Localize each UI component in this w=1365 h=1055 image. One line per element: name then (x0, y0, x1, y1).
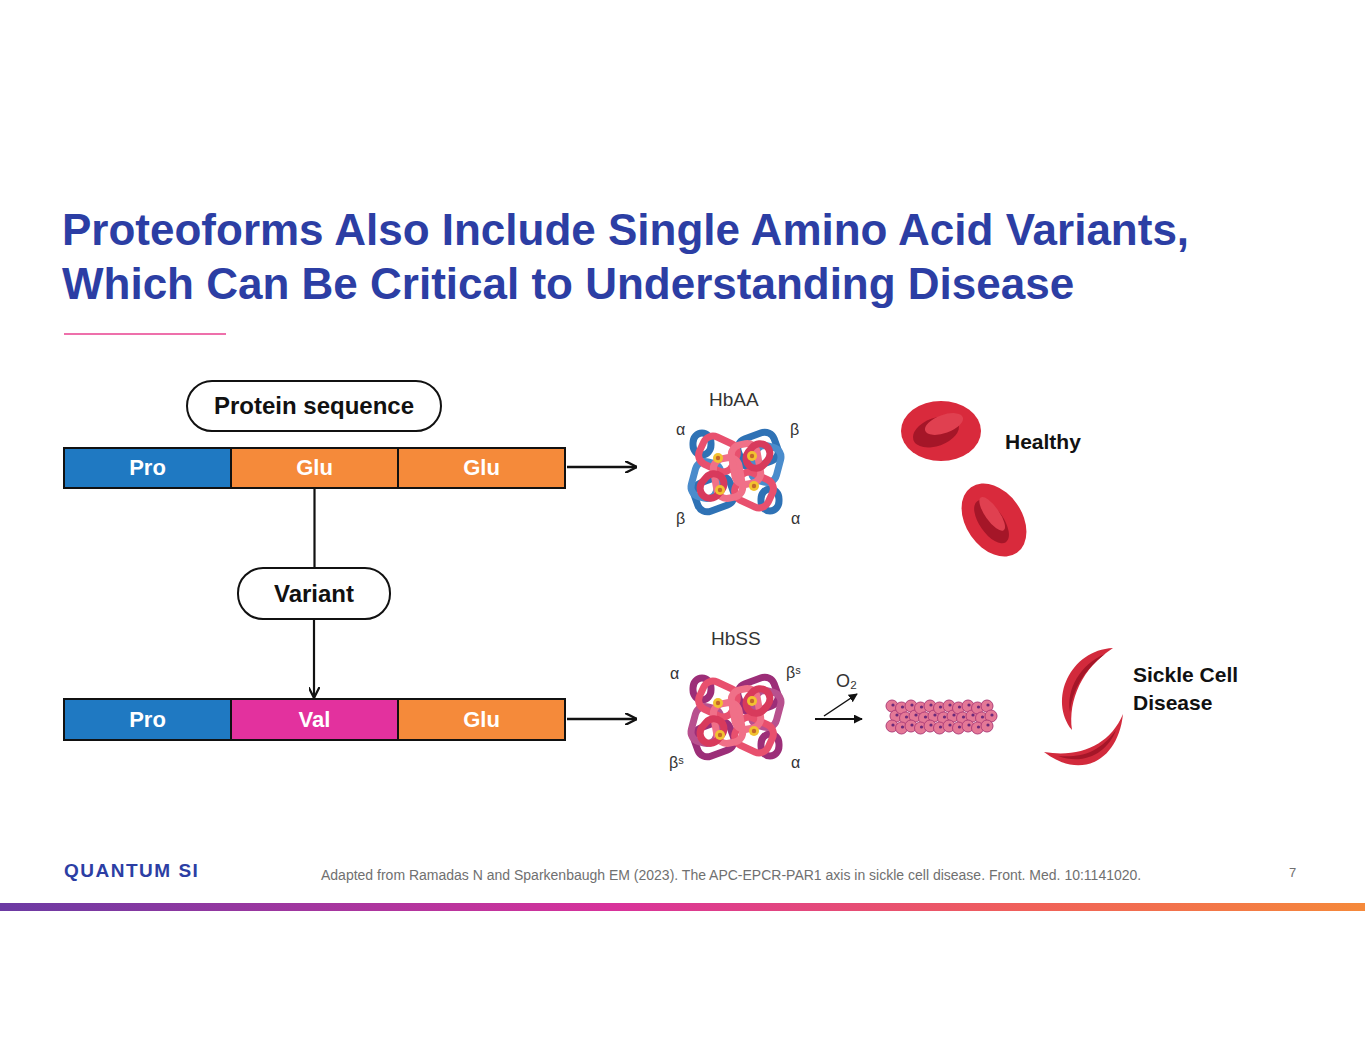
subunit-label: βˢ (669, 754, 684, 772)
amino-acid-box: Pro (63, 447, 232, 489)
protein-name: HbSS (711, 628, 761, 650)
node-label: Val (299, 707, 331, 733)
company-logo: QUANTUM SI (64, 860, 199, 882)
connector (313, 620, 315, 698)
oxygen-arrow (824, 694, 857, 716)
node-label: Variant (274, 580, 354, 608)
healthy-rbc (901, 401, 981, 461)
slide-title: Proteoforms Also Include Single Amino Ac… (62, 203, 1302, 311)
subunit-label: βˢ (786, 664, 801, 682)
protein-name: HbAA (709, 389, 759, 411)
node-label: Pro (129, 455, 166, 481)
connector (313, 489, 315, 567)
amino-acid-box: Glu (230, 447, 399, 489)
section-pill: Variant (237, 567, 391, 620)
state-label: Sickle Cell Disease (1133, 661, 1268, 717)
node-label: Pro (129, 707, 166, 733)
variant-amino-acid-box: Val (230, 698, 399, 741)
node-label: Glu (463, 707, 500, 733)
hemoglobin-aa (689, 429, 783, 514)
title-underline (64, 333, 226, 335)
page-number: 7 (1289, 866, 1296, 881)
flow-arrow (567, 718, 637, 721)
flow-arrow (567, 466, 637, 469)
node-label: Glu (296, 455, 333, 481)
hemoglobin-ss (689, 674, 783, 759)
sickle-cell (1044, 648, 1123, 765)
subunit-label: α (791, 754, 800, 772)
subunit-label: β (676, 510, 685, 528)
oxygen-arrow (815, 718, 862, 720)
subunit-label: α (670, 665, 679, 683)
hb-polymer (886, 700, 997, 734)
amino-acid-box: Pro (63, 698, 232, 741)
subunit-label: β (790, 421, 799, 439)
amino-acid-box: Glu (397, 698, 566, 741)
oxygen-label: O₂ (836, 671, 857, 692)
citation: Adapted from Ramadas N and Sparkenbaugh … (321, 867, 1141, 883)
subunit-label: α (676, 421, 685, 439)
node-label: Protein sequence (214, 392, 414, 420)
subunit-label: α (791, 510, 800, 528)
healthy-rbc (948, 471, 1040, 569)
amino-acid-box: Glu (397, 447, 566, 489)
state-label: Healthy (1005, 430, 1081, 454)
section-pill: Protein sequence (186, 380, 442, 432)
footer-bar (0, 903, 1365, 911)
node-label: Glu (463, 455, 500, 481)
